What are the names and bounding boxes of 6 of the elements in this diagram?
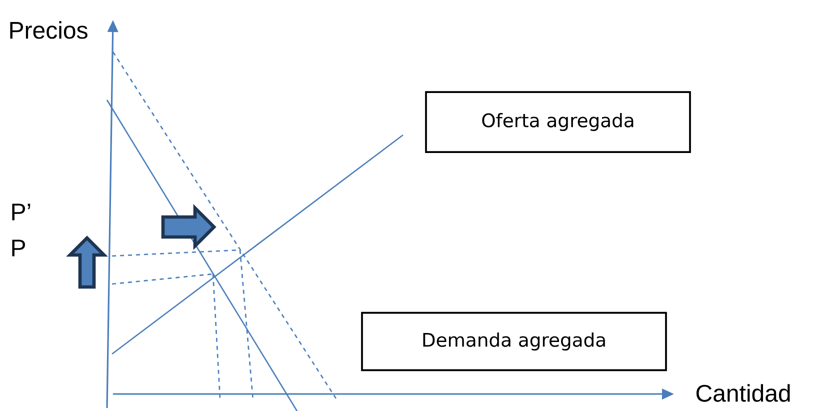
label-box: Oferta agregada	[425, 91, 691, 153]
axis-label: Cantidad	[696, 384, 790, 402]
axis-label: P	[12, 240, 25, 256]
label-box: Demanda agregada	[361, 312, 667, 372]
axis-label: Precios	[10, 21, 88, 39]
axis-label: P’	[12, 204, 30, 220]
